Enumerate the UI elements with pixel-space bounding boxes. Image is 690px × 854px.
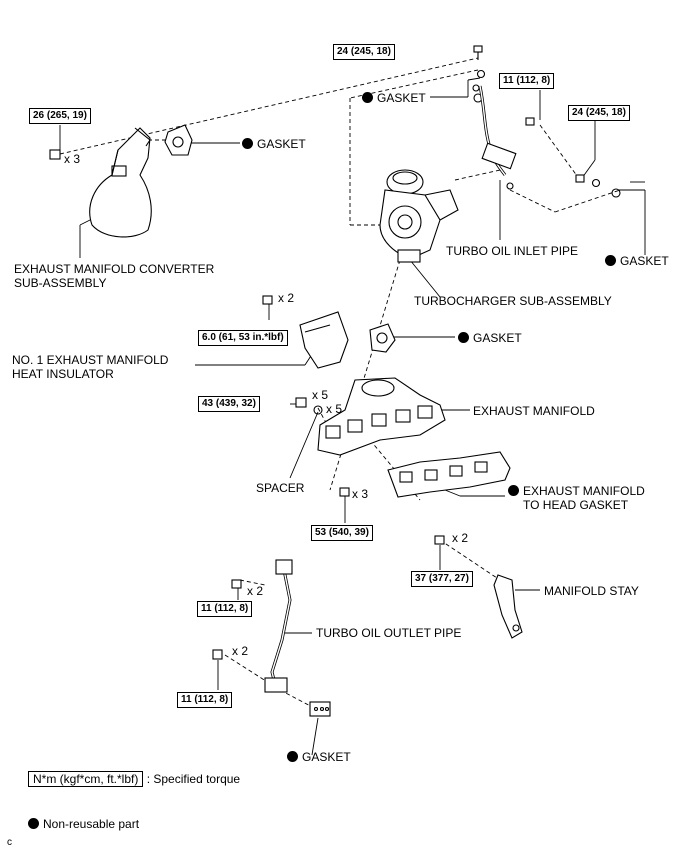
qty-converter: x 3 [64, 152, 81, 166]
torque-inlet: 11 (112, 8) [499, 73, 555, 89]
corner-code: c [7, 837, 12, 848]
torque-53: 53 (540, 39) [311, 525, 373, 541]
nonreusable-dot-icon [458, 332, 469, 343]
nonreusable-dot-icon [287, 751, 298, 762]
legend-torque: N*m (kgf*cm, ft.*lbf) : Specified torque [28, 771, 241, 787]
legend-torque-desc: : Specified torque [146, 772, 241, 786]
label-gasket-right: GASKET [605, 254, 669, 268]
bolt-top [473, 45, 483, 60]
label-gasket-top: GASKET [362, 91, 426, 105]
label-spacer: SPACER [256, 481, 305, 495]
nonreusable-dot-icon [362, 92, 373, 103]
torque-right: 24 (245, 18) [568, 105, 630, 121]
torque-insulator: 6.0 (61, 53 in.*lbf) [198, 330, 288, 346]
label-manifold-stay: MANIFOLD STAY [544, 584, 639, 598]
heat-insulator-drawing [299, 311, 349, 369]
leader-lines [59, 50, 646, 756]
bolt-37 [434, 535, 445, 545]
torque-manifold: 43 (439, 32) [198, 396, 260, 412]
bolt-inlet [525, 117, 535, 126]
turbocharger-drawing [379, 169, 459, 263]
bolt-outlet-b [212, 649, 223, 660]
bolt-right-set [575, 174, 621, 198]
bolt-converter [49, 149, 61, 160]
gasket-turbo-drawing [369, 323, 396, 353]
bolt-insulator [262, 295, 273, 305]
legend-nonreusable: Non-reusable part [28, 817, 139, 831]
qty-manifold-bolt: x 5 [312, 388, 329, 402]
label-turbo-outlet: TURBO OIL OUTLET PIPE [316, 626, 462, 640]
nonreusable-dot-icon [508, 485, 519, 496]
manifold-converter-drawing [89, 127, 152, 238]
qty-insulator: x 2 [278, 291, 295, 305]
label-turbo-inlet: TURBO OIL INLET PIPE [446, 244, 579, 258]
qty-outlet-b: x 2 [232, 644, 249, 658]
torque-bolt-top: 24 (245, 18) [333, 44, 395, 60]
bolt-outlet-a [231, 579, 242, 589]
label-gasket-left: GASKET [242, 137, 306, 151]
torque-37: 37 (377, 27) [411, 571, 473, 587]
gasket-bottom-drawing [309, 701, 331, 717]
head-gasket-drawing [387, 451, 511, 498]
torque-outlet-a: 11 (112, 8) [197, 601, 253, 617]
manifold-stay-drawing [493, 574, 523, 639]
nonreusable-dot-icon [605, 255, 616, 266]
gasket-left-drawing [164, 124, 193, 156]
bolt-spacer [295, 397, 323, 415]
nonreusable-dot-icon [28, 818, 39, 829]
qty-53: x 3 [352, 487, 369, 501]
qty-outlet-a: x 2 [247, 584, 264, 598]
turbo-oil-inlet-pipe-drawing [478, 85, 517, 190]
torque-outlet-b: 11 (112, 8) [177, 692, 233, 708]
bolt-53 [339, 487, 350, 497]
nonreusable-dot-icon [242, 138, 253, 149]
turbo-oil-outlet-pipe-drawing [264, 559, 293, 693]
qty-manifold-spacer: x 5 [326, 402, 343, 416]
legend-torque-unit: N*m (kgf*cm, ft.*lbf) [28, 771, 144, 787]
label-gasket-bottom: GASKET [287, 750, 351, 764]
torque-converter: 26 (265, 19) [29, 108, 91, 124]
exhaust-manifold-drawing [317, 377, 446, 456]
label-gasket-turbo: GASKET [458, 331, 522, 345]
qty-37: x 2 [452, 531, 469, 545]
label-exhaust-manifold: EXHAUST MANIFOLD [473, 404, 595, 418]
label-turbocharger: TURBOCHARGER SUB-ASSEMBLY [414, 294, 612, 308]
